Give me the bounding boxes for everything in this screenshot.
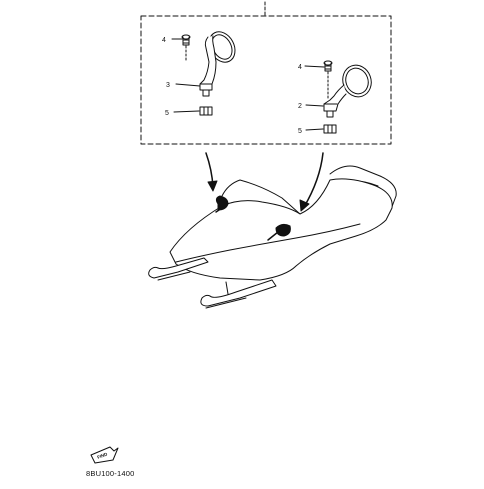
callout-stay-left: 3 <box>166 82 170 89</box>
leader-stay-right <box>305 104 324 107</box>
ski-left <box>148 257 209 279</box>
screw-right <box>323 60 333 72</box>
leader-nut-right <box>305 128 324 131</box>
stay-right <box>323 84 347 118</box>
body-mirror-left <box>215 195 229 211</box>
callout-nut-left: 5 <box>165 110 169 117</box>
callout-screw-left: 4 <box>162 37 166 44</box>
arrow-left <box>205 152 218 192</box>
mirror-assembly-left <box>171 31 236 116</box>
arrow-right <box>299 152 324 212</box>
mirror-assembly-right <box>304 60 372 134</box>
find-badge: FIND <box>90 446 119 464</box>
body-mirror-right <box>275 223 291 237</box>
callout-stay-right: 2 <box>298 103 302 110</box>
find-badge-label: FIND <box>96 451 108 460</box>
leader-stay-left <box>175 83 201 87</box>
exploded-view-box <box>140 15 392 145</box>
snowmobile-illustration <box>148 165 397 309</box>
ski-right <box>200 279 277 307</box>
leader-screw-right <box>304 65 325 68</box>
leader-nut-left <box>173 110 200 113</box>
callout-screw-right: 4 <box>298 64 302 71</box>
callout-nut-right: 5 <box>298 128 302 135</box>
stay-left <box>199 35 217 97</box>
drawing-code: 8BU100-1400 <box>86 469 135 478</box>
nut-left <box>199 106 213 116</box>
nut-right <box>323 124 337 134</box>
screw-left <box>181 34 191 46</box>
